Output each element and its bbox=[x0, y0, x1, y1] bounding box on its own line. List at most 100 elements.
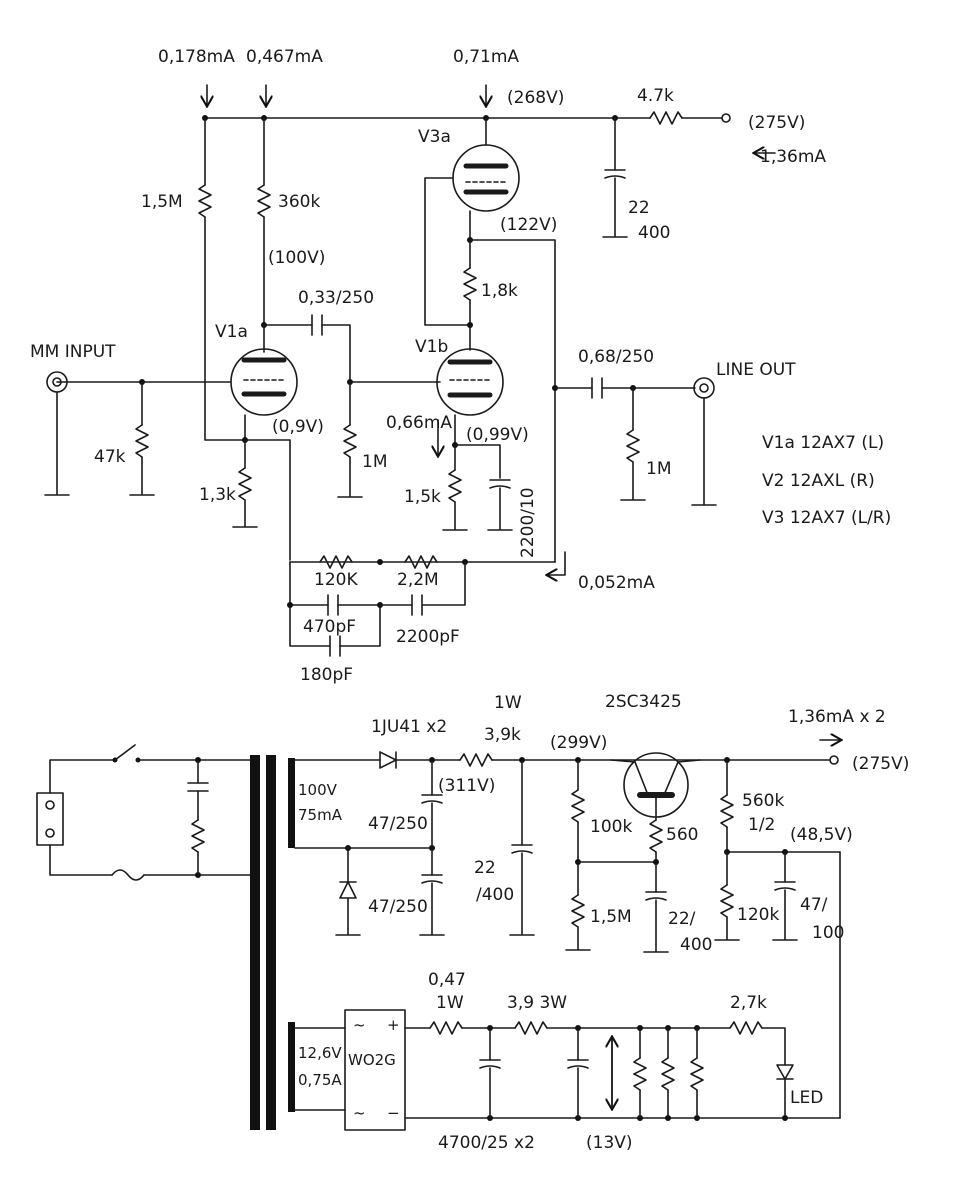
resistor-560 bbox=[649, 819, 663, 853]
heater-load-3 bbox=[690, 1057, 704, 1091]
input-label: MM INPUT bbox=[30, 342, 116, 362]
capacitor-033 bbox=[311, 314, 323, 336]
resistor-label: 47k bbox=[94, 447, 126, 467]
hv-output-terminal bbox=[829, 755, 839, 765]
resistor-2m2 bbox=[404, 555, 438, 569]
resistor-2k7 bbox=[729, 1021, 763, 1035]
resistor-1m-grid bbox=[343, 424, 357, 458]
resistor-x bbox=[191, 819, 205, 853]
bridge-minus-symbol: − bbox=[387, 1104, 400, 1122]
voltage-label: (275V) bbox=[748, 113, 805, 133]
capacitor-x bbox=[187, 782, 209, 792]
capacitor-47-250-a bbox=[421, 794, 443, 804]
resistor-47k-input bbox=[135, 424, 149, 458]
legend-line: V2 12AXL (R) bbox=[762, 471, 875, 491]
resistor-label: 560k bbox=[742, 791, 784, 811]
cap-label: 180pF bbox=[300, 665, 353, 685]
tube-v3a bbox=[452, 144, 520, 212]
resistor-label: 120K bbox=[314, 570, 358, 590]
resistor-120k-ps bbox=[720, 884, 734, 918]
resistor-label: 1,5k bbox=[404, 487, 441, 507]
capacitor-22-400-b bbox=[645, 891, 667, 901]
cap-label: /400 bbox=[476, 885, 514, 905]
transformer-core bbox=[266, 755, 276, 1130]
cap-label: 0,68/250 bbox=[578, 347, 654, 367]
capacitor-4700-a bbox=[479, 1059, 501, 1069]
resistor-1m5 bbox=[198, 184, 212, 218]
current-arrow bbox=[548, 551, 566, 575]
resistor-label: 1M bbox=[646, 459, 671, 479]
cap-label: 400 bbox=[638, 223, 670, 243]
cap-label: 2200pF bbox=[396, 627, 460, 647]
resistor-label: 120k bbox=[737, 905, 779, 925]
resistor-120k bbox=[319, 555, 353, 569]
voltage-label: (0,9V) bbox=[272, 417, 324, 437]
resistor-label: 4.7k bbox=[637, 86, 674, 106]
current-label: 0,467mA bbox=[246, 47, 323, 67]
diode-label: 1JU41 x2 bbox=[371, 717, 447, 737]
heater-load-1 bbox=[633, 1057, 647, 1091]
current-label: 1,36mA x 2 bbox=[788, 707, 886, 727]
resistor-label: 3,9k bbox=[484, 725, 521, 745]
voltage-label: (13V) bbox=[586, 1133, 633, 1153]
resistor-4k7 bbox=[649, 111, 683, 125]
led bbox=[776, 1064, 794, 1080]
current-label: 0,178mA bbox=[158, 47, 235, 67]
resistor-power-label: 1W bbox=[436, 993, 464, 1013]
resistor-label: 2,7k bbox=[730, 993, 767, 1013]
resistor-1k8 bbox=[463, 267, 477, 301]
led-label: LED bbox=[790, 1088, 823, 1108]
winding-voltage: 12,6V bbox=[298, 1044, 342, 1062]
winding-voltage: 100V bbox=[298, 781, 338, 799]
cap-label: 400 bbox=[680, 935, 712, 955]
rectifier-diode bbox=[379, 751, 397, 769]
cap-label: 47/250 bbox=[368, 814, 428, 834]
capacitor-47-100 bbox=[774, 881, 796, 891]
voltage-label: (0,99V) bbox=[466, 425, 529, 445]
bridge-ac-symbol: ~ bbox=[353, 1016, 366, 1034]
cap-label: 47/250 bbox=[368, 897, 428, 917]
transistor-label: 2SC3425 bbox=[605, 692, 682, 712]
transformer-lv-winding bbox=[288, 1022, 295, 1112]
tube-label: V1a bbox=[215, 322, 248, 342]
voltage-label: (268V) bbox=[507, 88, 564, 108]
transformer-primary bbox=[250, 755, 260, 1130]
voltage-label: (275V) bbox=[852, 754, 909, 774]
resistor-label: 1,5M bbox=[141, 192, 183, 212]
voltage-label: (122V) bbox=[500, 215, 557, 235]
power-supply: 1JU41 x2 1W 3,9k 2SC3425 1,36mA x 2 (299… bbox=[36, 692, 909, 1153]
output-label: LINE OUT bbox=[716, 360, 796, 380]
resistor-1k3 bbox=[238, 467, 252, 501]
current-label: 0,052mA bbox=[578, 573, 655, 593]
current-label: 0,66mA bbox=[386, 413, 452, 433]
resistor-100k bbox=[571, 789, 585, 823]
capacitor-180pf bbox=[329, 635, 341, 657]
resistor-1k5 bbox=[448, 469, 462, 503]
resistor-power-label: 1W bbox=[494, 693, 522, 713]
cap-label: 0,33/250 bbox=[298, 288, 374, 308]
capacitor-47-250-b bbox=[421, 874, 443, 884]
voltage-label: (48,5V) bbox=[790, 825, 853, 845]
resistor-label: 1,8k bbox=[481, 281, 518, 301]
resistor-label: 360k bbox=[278, 192, 320, 212]
resistor-label: 1,3k bbox=[199, 485, 236, 505]
tube-label: V1b bbox=[415, 337, 448, 357]
current-label: 1,36mA bbox=[760, 147, 826, 167]
resistor-3r9 bbox=[514, 1021, 548, 1035]
phono-stage: 0,178mA 0,467mA 0,71mA (268V) 4.7k (275V… bbox=[30, 47, 891, 685]
cap-label: 22/ bbox=[668, 909, 696, 929]
rectifier-diode-2 bbox=[339, 881, 357, 899]
fuse bbox=[111, 869, 145, 881]
cap-label: 4700/25 x2 bbox=[438, 1133, 535, 1153]
bridge-label: WO2G bbox=[348, 1051, 396, 1069]
resistor-power-label: 1/2 bbox=[748, 815, 775, 835]
tube-label: V3a bbox=[418, 127, 451, 147]
bridge-ac-symbol: ~ bbox=[353, 1104, 366, 1122]
legend-line: V3 12AX7 (L/R) bbox=[762, 508, 891, 528]
resistor-560k bbox=[720, 794, 734, 828]
resistor-label: 560 bbox=[666, 825, 698, 845]
bridge-rectifier bbox=[344, 1009, 406, 1131]
resistor-label: 1,5M bbox=[590, 907, 632, 927]
current-label: 0,71mA bbox=[453, 47, 519, 67]
